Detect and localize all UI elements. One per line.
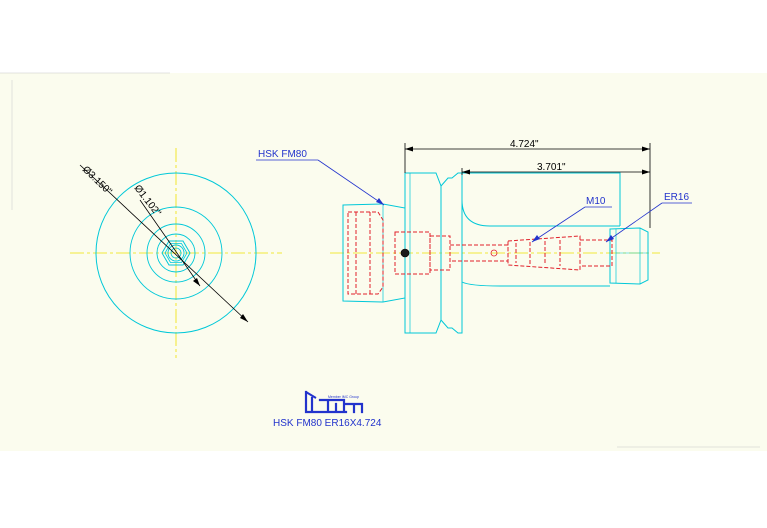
- nut-hex: [161, 240, 191, 266]
- clamp-bore: [429, 235, 451, 271]
- bore-circle-inner: [170, 247, 182, 259]
- overall-length-arrow-left: [405, 146, 413, 152]
- gauge-length-dimension: [461, 168, 650, 175]
- gauge-length-arrow-left: [462, 169, 470, 175]
- overall-length-label: 4.724": [510, 139, 539, 150]
- collet-seat-taper: [507, 235, 581, 271]
- inner-diameter-leader: [139, 199, 201, 287]
- view-label-leader-line: [317, 159, 385, 206]
- view-label-arrow: [376, 198, 384, 205]
- hidden-lines: [347, 211, 613, 295]
- body-fillet-top: [461, 199, 620, 227]
- collet-bore: [580, 239, 613, 267]
- radial-port: [490, 249, 498, 257]
- thread-callout-label: M10: [586, 196, 606, 207]
- iscar-logo: [304, 390, 364, 414]
- end-view: [70, 148, 282, 358]
- overall-length-dimension: [404, 143, 651, 228]
- iscar-logo-mark: [304, 390, 364, 414]
- gauge-length-label: 3.701": [537, 162, 566, 173]
- part-number-label: HSK FM80 ER16X4.724: [273, 418, 382, 429]
- outer-diameter-leader: [79, 164, 249, 323]
- gauge-length-arrow-right: [642, 169, 650, 175]
- logo-subtext: Member IMC Group: [328, 395, 359, 399]
- collet-callout-leader: [605, 202, 692, 243]
- coolant-tube: [394, 231, 431, 275]
- nut-circle-outer: [156, 233, 196, 273]
- collet-callout-label: ER16: [664, 192, 689, 203]
- thread-callout-leader: [531, 206, 612, 243]
- outer-flange-circle: [95, 172, 257, 334]
- taper-circle: [129, 206, 223, 300]
- body-outline: [462, 172, 621, 226]
- side-view: [330, 172, 660, 334]
- collet-callout-arrow: [606, 235, 614, 242]
- bore-circle: [167, 244, 185, 262]
- nut-hex-inner: [164, 243, 188, 263]
- thread-callout-arrow: [532, 235, 540, 242]
- view-label: HSK FM80: [258, 149, 307, 160]
- hsk-hollow-cavity: [347, 211, 384, 295]
- inner-diameter-arrow: [193, 278, 200, 286]
- coolant-plug: [400, 248, 410, 258]
- body-circle: [146, 223, 206, 283]
- thread-bore: [450, 244, 509, 262]
- collet-callout-leader-line: [605, 202, 663, 243]
- view-label-leader: [256, 159, 385, 206]
- outer-diameter-arrow: [240, 314, 248, 322]
- body-lower-line: [461, 281, 610, 287]
- iscar-logo-bar: [305, 391, 317, 399]
- thread-callout-leader-line: [531, 206, 586, 243]
- overall-length-arrow-right: [642, 146, 650, 152]
